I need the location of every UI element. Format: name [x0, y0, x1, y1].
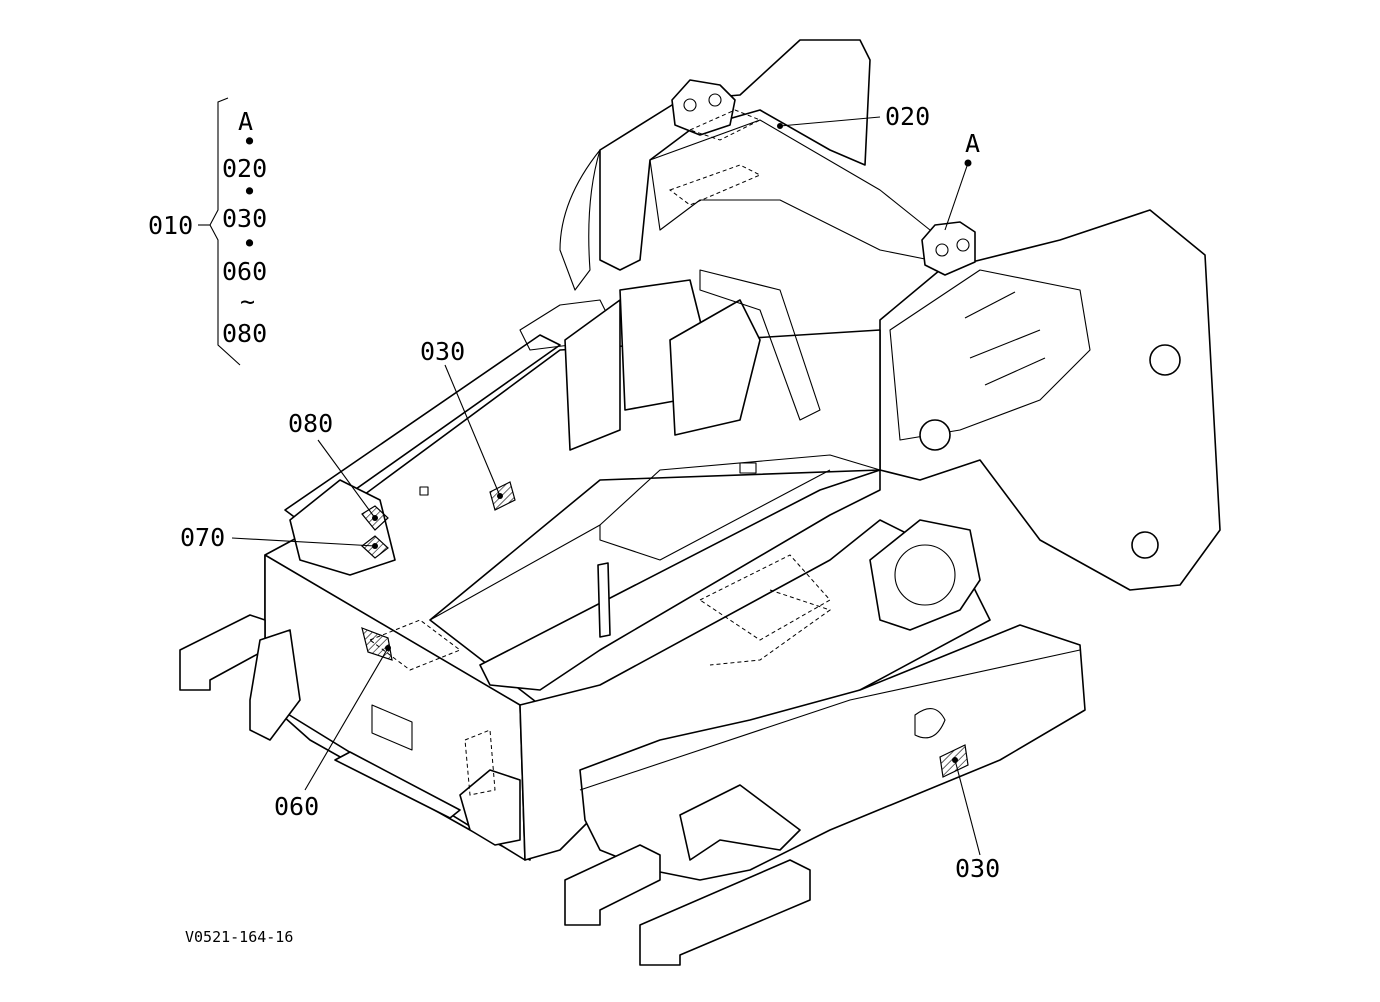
inner-divider [599, 469, 831, 561]
right-track-top-edge [579, 649, 1081, 791]
group-sep-3: • [242, 229, 257, 258]
hidden-line-6 [464, 729, 496, 796]
boom-side-plate [889, 269, 1091, 441]
bracket-020-hole-1 [683, 98, 697, 112]
group-sep-1: • [242, 127, 257, 156]
callout-070: 070 [180, 523, 225, 552]
group-member-080: 080 [222, 319, 267, 348]
hidden-line-2 [668, 164, 762, 206]
leader-lines [198, 97, 981, 856]
front-bottom-guard [334, 751, 461, 819]
rear-tower [599, 39, 871, 271]
leader-030-top [444, 364, 501, 497]
bracket-020-hole-2 [708, 93, 722, 107]
leader-080 [317, 439, 376, 519]
group-member-030: 030 [222, 204, 267, 233]
bracket-020 [671, 79, 736, 136]
callout-030-bottom: 030 [955, 854, 1000, 883]
leader-020 [779, 116, 881, 127]
leader-a [944, 162, 969, 231]
hidden-line-5 [368, 619, 462, 671]
boom-lower-hole [1131, 531, 1159, 559]
small-block-2 [419, 486, 429, 496]
inner-floor-edge [429, 454, 881, 621]
bracket-a-hole-2 [956, 238, 970, 252]
group-sep-4: ~ [240, 287, 255, 316]
callout-060: 060 [274, 792, 319, 821]
boom-slot-2 [969, 329, 1041, 359]
leader-070 [231, 537, 376, 547]
leader-a-dot [964, 159, 972, 167]
leader-060-dot [385, 645, 391, 651]
vertical-strap [597, 562, 611, 638]
right-ring-hole [894, 544, 956, 606]
front-corner-bracket [459, 769, 521, 846]
callout-020: 020 [885, 102, 930, 131]
left-bottom-rail [179, 614, 266, 691]
left-bottom-rail-support [249, 629, 301, 741]
decal-060-hatched [361, 627, 393, 661]
lower-crossbeam [479, 469, 881, 691]
center-pivot-plate-3 [669, 299, 761, 436]
drawing-code: V0521-164-16 [185, 928, 293, 946]
group-member-a: A [238, 107, 253, 136]
leader-030-bottom [954, 759, 981, 856]
callout-a: A [965, 129, 980, 158]
group-label-010: 010 [148, 211, 193, 240]
leader-020-dot [777, 123, 783, 129]
boom-pin [919, 419, 951, 451]
tower-left-edge [559, 149, 601, 291]
leader-060 [304, 647, 389, 791]
right-bottom-rail [564, 844, 661, 926]
hidden-line-4 [709, 589, 832, 666]
leader-080-dot [372, 515, 378, 521]
boom-slot-1 [964, 291, 1016, 319]
leader-030-bottom-dot [952, 757, 958, 763]
callout-080: 080 [288, 409, 333, 438]
right-bottom-rail-2 [639, 859, 811, 966]
leader-030-top-dot [497, 493, 503, 499]
group-sep-2: • [242, 177, 257, 206]
callout-030-top: 030 [420, 337, 465, 366]
main-frame-drawing [179, 39, 1221, 966]
right-boom-arm [879, 209, 1221, 591]
center-pivot-plate-1 [564, 299, 621, 451]
leader-070-dot [372, 543, 378, 549]
access-cover [914, 708, 946, 739]
bracket-a [921, 221, 976, 276]
right-ring-mount [869, 519, 981, 631]
bracket-a-hole-1 [935, 243, 949, 257]
group-member-020: 020 [222, 154, 267, 183]
tower-inner-panel [649, 119, 931, 261]
center-brace [699, 269, 821, 421]
decal-060-frame [371, 704, 413, 751]
boom-slot-3 [984, 357, 1046, 386]
boom-pivot-hole [1149, 344, 1181, 376]
callout-labels: A • 020 • 030 • 060 ~ 080 010 020 A 030 … [148, 102, 1000, 946]
small-block-1 [739, 462, 757, 474]
right-track-cradle [679, 784, 801, 861]
group-member-060: 060 [222, 257, 267, 286]
